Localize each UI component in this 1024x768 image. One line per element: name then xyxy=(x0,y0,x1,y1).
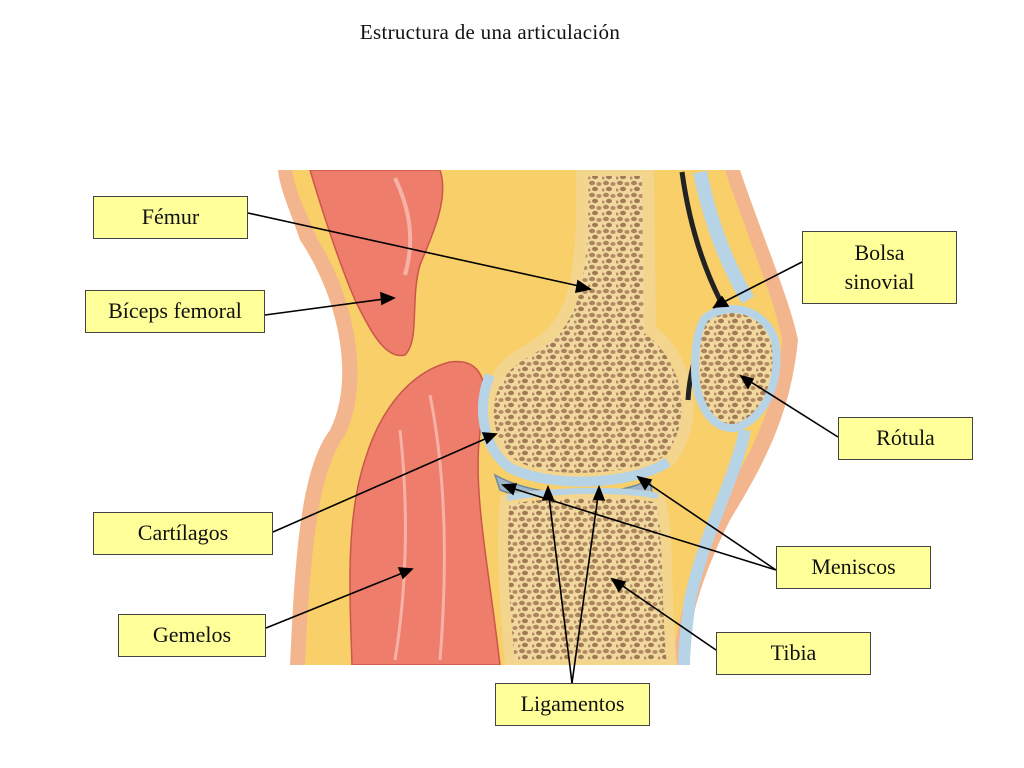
page-title: Estructura de una articulación xyxy=(359,20,621,44)
anatomy-drawing xyxy=(278,170,798,665)
tibia-cartilage xyxy=(506,487,659,501)
tibia-bone xyxy=(497,487,678,665)
label-tibia: Tibia xyxy=(716,632,871,675)
femur-cartilage xyxy=(478,373,671,487)
patella-bone xyxy=(690,305,781,433)
label-meniscos: Meniscos xyxy=(776,546,931,589)
label-ligamentos: Ligamentos xyxy=(495,683,650,726)
label-bolsa-line1: Bolsa xyxy=(854,239,905,265)
label-bolsa-sinovial: Bolsa sinovial xyxy=(802,231,957,304)
patellar-ligament xyxy=(678,428,751,665)
leader-lines xyxy=(247,212,839,684)
label-cartilagos: Cartílagos xyxy=(93,512,273,555)
label-rotula: Rótula xyxy=(838,417,973,460)
label-gemelos: Gemelos xyxy=(118,614,266,657)
label-bolsa-line2: sinovial xyxy=(844,268,915,294)
label-femur: Fémur xyxy=(93,196,248,239)
label-biceps-femoral: Bíceps femoral xyxy=(85,290,265,333)
gemelos-muscle xyxy=(349,360,501,665)
